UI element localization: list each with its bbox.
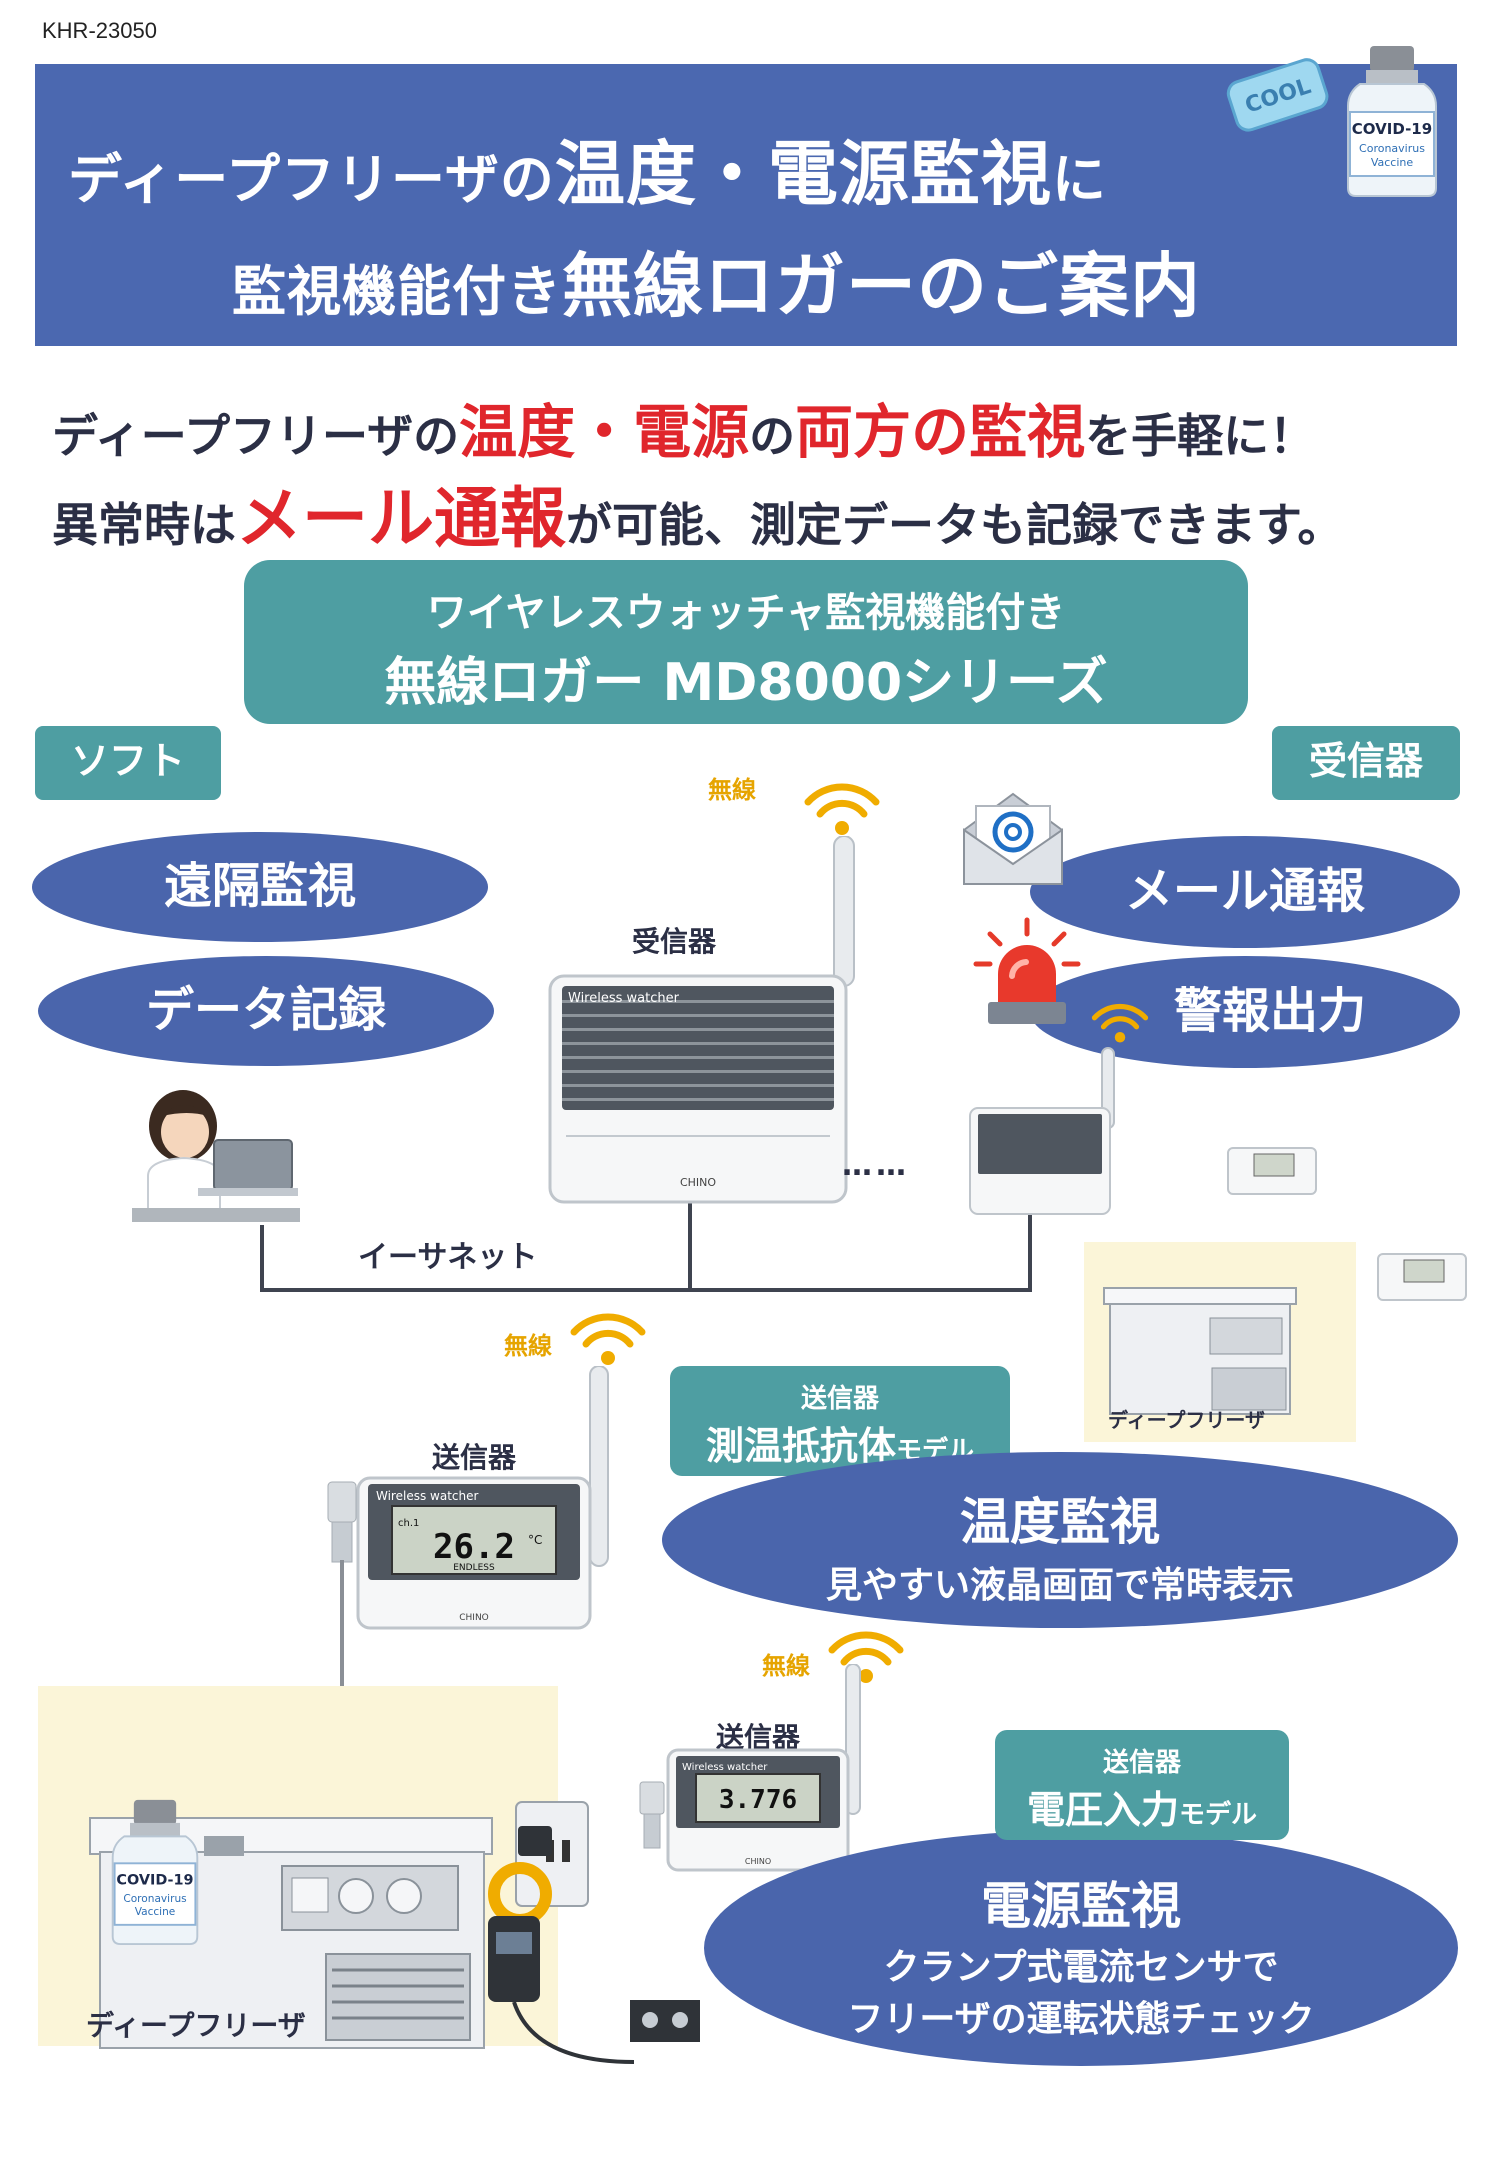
svg-text:Wireless watcher: Wireless watcher [568,991,680,1006]
svg-text:26.2: 26.2 [433,1527,515,1567]
svg-text:3.776: 3.776 [719,1785,797,1815]
ethernet-label: イーサネット [358,1240,538,1275]
svg-text:Wireless watcher: Wireless watcher [682,1762,768,1773]
svg-text:Coronavirus: Coronavirus [123,1893,186,1905]
temperature-monitoring-desc: 見やすい液晶画面で常時表示 [825,1565,1294,1606]
svg-text:Vaccine: Vaccine [135,1906,176,1918]
transmitter-voltage-device: Wireless watcher 3.776 CHINO [639,1664,861,1872]
series-name: 無線ロガー MD8000シリーズ [384,653,1108,713]
receiver-label: 受信器 [632,925,717,958]
temperature-monitoring-oval: 温度監視 見やすい液晶画面で常時表示 [662,1452,1458,1628]
svg-text:°C: °C [528,1533,542,1547]
svg-text:Coronavirus: Coronavirus [1359,142,1425,155]
wireless-label: 無線 [708,776,756,804]
series-subtitle: ワイヤレスウォッチャ監視機能付き [426,590,1066,636]
power-monitoring-oval: 電源監視 クランプ式電流センサで フリーザの運転状態チェック [704,1830,1458,2066]
sensor-cable [340,1560,344,1730]
svg-text:COVID-19: COVID-19 [116,1872,193,1888]
svg-text:ENDLESS: ENDLESS [453,1563,495,1573]
vaccine-bottle-icon-large: COVID-19 Coronavirus Vaccine [111,1799,199,1946]
wifi-icon [828,1631,904,1683]
svg-text:ch.1: ch.1 [398,1518,419,1529]
freezer-label-small: ディープフリーザ [1108,1408,1265,1432]
cool-pack-icon: COOL [1226,58,1329,132]
lead-line1: ディープフリーザの温度・電源の両方の監視を手軽に！ [52,398,1316,466]
svg-text:CHINO: CHINO [745,1857,771,1866]
freezer-label-large: ディープフリーザ [86,2009,306,2042]
operator-illustration [147,1090,298,1216]
deep-freezer-large [89,1817,493,2049]
vaccine-bottle-icon: COVID-19 Coronavirus Vaccine [1347,46,1437,197]
data-recording-oval: データ記録 [38,956,494,1066]
svg-text:COVID-19: COVID-19 [1352,120,1432,138]
transmitter-temperature-device: Wireless watcher ch.1 26.2 °C ENDLESS CH… [327,1366,609,1630]
voltage-model-tag: 送信器 電圧入力モデル [995,1730,1289,1840]
wifi-icon [804,783,880,835]
svg-text:CHINO: CHINO [459,1613,489,1623]
banner-title-line1: ディープフリーザの温度・電源監視に [68,133,1107,215]
transmitter-label: 送信器 [432,1441,517,1474]
remote-monitoring-oval: 遠隔監視 [32,832,488,942]
power-monitoring-desc1: クランプ式電流センサで [883,1947,1279,1988]
wifi-icon [570,1313,646,1365]
banner-title-line2: 監視機能付き無線ロガーのご案内 [232,245,1201,327]
power-monitoring-title: 電源監視 [981,1877,1181,1935]
series-title-box: ワイヤレスウォッチャ監視機能付き 無線ロガー MD8000シリーズ [244,560,1248,724]
transmitter-small-1 [1227,1147,1317,1195]
desk [132,1208,300,1222]
lead-line2: 異常時はメール通報が可能、測定データも記録できます。 [52,480,1344,557]
svg-text:Vaccine: Vaccine [1371,156,1414,169]
power-monitoring-desc2: フリーザの運転状態チェック [847,1999,1315,2040]
clamp-current-sensor [488,1801,700,2064]
ethernet-network-lines [260,1200,1032,1292]
wifi-icon [1091,1003,1149,1043]
mail-notification-oval: メール通報 [1030,836,1460,948]
title-banner [35,64,1457,346]
mail-envelope-icon [963,792,1063,885]
svg-text:CHINO: CHINO [680,1176,716,1189]
wireless-label-tx1: 無線 [504,1332,552,1360]
wireless-label-tx2: 無線 [762,1652,810,1680]
deep-freezer-small [1103,1287,1297,1415]
alarm-light-icon [973,917,1081,1024]
receiver-tag: 受信器 [1272,726,1460,800]
secondary-receiver-device [969,1047,1115,1215]
document-code: KHR-23050 [42,18,157,43]
transmitter-small-2 [1377,1253,1467,1301]
software-tag: ソフト [35,726,221,800]
temperature-model-tag: 送信器 測温抵抗体モデル [670,1366,1010,1476]
temperature-monitoring-title: 温度監視 [960,1493,1160,1551]
more-devices-dots: …… [842,1148,910,1183]
receiver-device: Wireless watcher CHINO [548,836,855,1204]
svg-text:Wireless watcher: Wireless watcher [376,1489,478,1503]
